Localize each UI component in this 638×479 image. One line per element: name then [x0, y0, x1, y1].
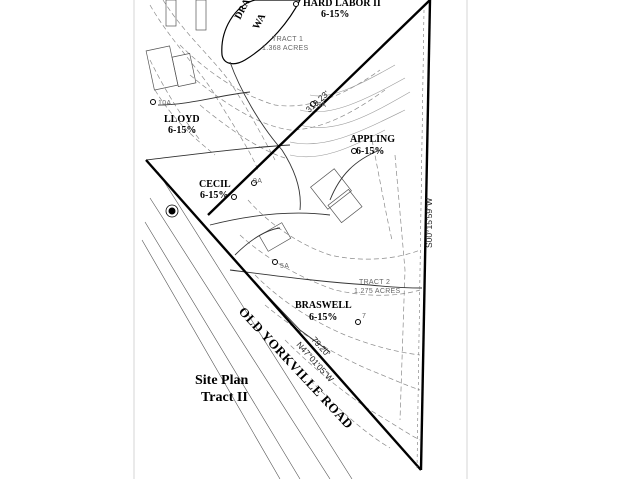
- road-label: OLD YORKVILLE ROAD: [236, 304, 357, 432]
- soil-label-cecil: CECIL: [199, 179, 231, 190]
- soil-unit-markers: [150, 1, 361, 325]
- site-plan-title-line1: Site Plan: [195, 373, 248, 388]
- drainage-area-outline: [221, 0, 301, 65]
- tract2-area: 1.275 ACRES: [354, 288, 401, 295]
- soil-label-braswell: BRASWELL: [295, 300, 352, 311]
- property-boundary: [145, 0, 432, 471]
- soil-slope-appling: 6-15%: [356, 146, 384, 157]
- monument-marker: [168, 207, 176, 215]
- existing-structures: [145, 0, 363, 252]
- tract1-name: TRACT 1: [272, 36, 303, 43]
- tract2-name: TRACT 2: [359, 279, 390, 286]
- drainage-label-partial-1: DRA: [233, 0, 253, 21]
- road-edges: [141, 171, 353, 479]
- soil-label-hard-labor: HARD LABOR II: [303, 0, 381, 9]
- drainage-label-partial-2: WA: [251, 11, 269, 31]
- map-unit-8a: 8A: [317, 102, 326, 109]
- soil-slope-braswell: 6-15%: [309, 312, 337, 323]
- east-dimension-line: [416, 9, 425, 469]
- map-unit-10a: 10A: [158, 100, 171, 107]
- soil-label-appling: APPLING: [350, 134, 395, 145]
- map-unit-9a: 9A: [253, 178, 262, 185]
- east-bearing-label: S00°15'59"W: [424, 198, 434, 248]
- contour-lines: [149, 0, 421, 449]
- soil-slope-cecil: 6-15%: [200, 190, 228, 201]
- site-plan-title-line2: Tract II: [201, 390, 248, 405]
- soil-slope-hard-labor: 6-15%: [321, 9, 349, 20]
- map-unit-5a: 5A: [280, 263, 289, 270]
- tract1-area: 1.368 ACRES: [262, 45, 309, 52]
- soil-boundaries: [145, 61, 423, 353]
- soil-label-lloyd: LLOYD: [164, 114, 200, 125]
- soil-slope-lloyd: 6-15%: [168, 125, 196, 136]
- map-unit-7: 7: [362, 313, 366, 320]
